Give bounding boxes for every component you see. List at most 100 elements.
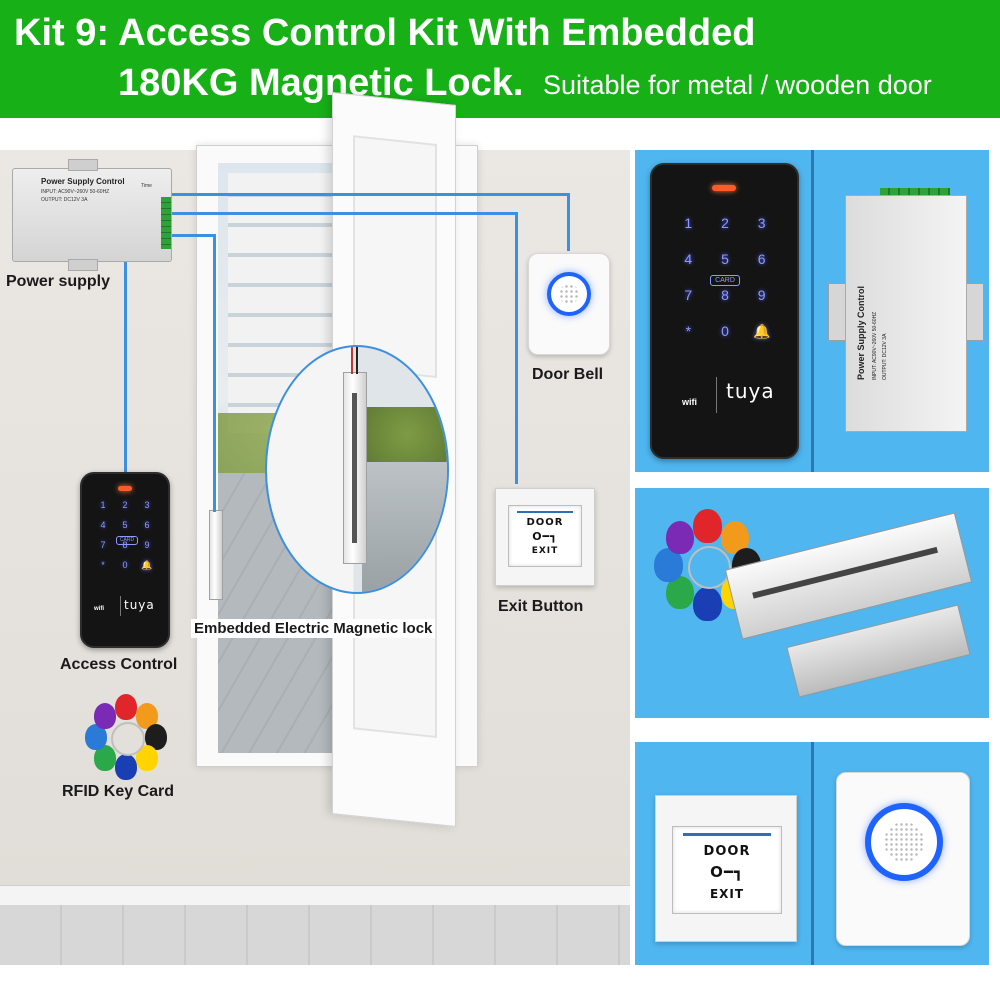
rfid-tag [93,702,116,729]
key-2: 2 [721,215,729,231]
lock-wire-red [351,347,353,374]
access-control-keypad-large: 1 2 3 4 5 6 7 8 9 * 0 🔔 CARD wifi tuya [650,163,799,459]
exit-door-text: DOOR [526,517,564,528]
rfid-tag [693,509,722,543]
exit-button-small: DOOR O━┓ EXIT [495,488,595,586]
rfid-tag [145,724,167,750]
lock-wire-black [356,347,358,374]
title-subtitle: Suitable for metal / wooden door [543,70,932,100]
bell-ring-large [865,803,943,881]
floor-tiles [0,905,630,965]
wire-to-bell-h [170,193,570,196]
rfid-tag [693,587,722,621]
psu-mount-tab [68,259,98,271]
key-ring [688,545,731,589]
key-7: 7 [684,287,693,303]
bell-speaker-grill [559,284,579,304]
key-4: 4 [100,520,106,530]
key-8: 8 [122,540,128,550]
wire-to-lock-v [213,234,216,512]
key-6: 6 [757,251,766,267]
header-banner: Kit 9: Access Control Kit With Embedded … [0,0,1000,118]
psu-output-spec-large: OUTPUT: DC12V 3A [882,333,888,380]
title-line-1: Kit 9: Access Control Kit With Embedded [14,12,756,54]
lock-core [352,393,357,543]
keypad-brand: tuya [124,598,155,612]
key-star: * [685,323,692,339]
wire-to-lock-h [170,234,216,237]
exit-key-symbol: O━┓ [532,530,558,543]
wire-to-exit-h [170,212,518,215]
label-rfid-key-card: RFID Key Card [62,783,175,800]
psu-terminal-block [161,197,171,249]
psu-input-spec-large: INPUT: AC90V~260V 50-60HZ [872,311,878,380]
key-0: 0 [122,560,128,570]
exit-button-large: DOOR O━┓ EXIT [655,795,797,942]
key-8: 8 [721,287,729,303]
rfid-tag-cluster-small [78,692,174,782]
key-6: 6 [144,520,150,530]
exit-button-face-large: DOOR O━┓ EXIT [672,826,782,914]
lens-bush [362,407,447,462]
key-ring [111,722,145,756]
rfid-tag [115,694,137,720]
access-control-keypad-small: 1 2 3 4 5 6 7 8 9 * 0 🔔 CARD wifi tuya [80,472,170,648]
keypad-card-label: CARD [116,536,138,545]
frame-magnetic-lock [209,510,223,600]
key-bell: 🔔 [752,323,771,339]
psu-input-spec: INPUT: AC90V~260V 50-60HZ [41,189,110,195]
magnified-magnetic-lock [343,372,367,564]
exit-button-face: DOOR O━┓ EXIT [508,505,582,567]
exit-door-text-large: DOOR [703,844,751,859]
key-7: 7 [100,540,106,550]
lens-road [362,462,447,592]
psu-output-spec: OUTPUT: DC12V 3A [41,197,88,203]
rfid-tag [136,745,159,772]
title-line-2: 180KG Magnetic Lock. [118,62,524,104]
power-supply-unit: Power Supply Control INPUT: AC90V~260V 5… [12,159,172,271]
label-door-bell: Door Bell [532,366,604,383]
keypad-led [118,486,132,491]
exit-exit-text-large: EXIT [709,887,745,901]
magnifier-lens [265,345,449,594]
rfid-tag [665,520,695,555]
key-bell: 🔔 [141,560,153,570]
bell-ring [547,272,591,316]
key-1: 1 [100,500,106,510]
bell-speaker-grill-large [884,822,924,862]
key-2: 2 [122,500,128,510]
door-bell-large [836,772,970,946]
rfid-tag [136,702,159,729]
door-bell-small [528,253,610,355]
keypad-keys: 1 2 3 4 5 6 7 8 9 * 0 🔔 [92,500,158,571]
key-9: 9 [144,540,150,550]
exit-indicator-bar-large [683,833,771,836]
keypad-keys-large: 1 2 3 4 5 6 7 8 9 * 0 🔔 [670,215,780,340]
label-access-control: Access Control [60,656,178,673]
keypad-separator [120,596,121,616]
label-exit-button: Exit Button [498,598,584,615]
key-5: 5 [122,520,128,530]
wire-to-bell-v [567,193,570,251]
key-9: 9 [757,287,766,303]
psu-bracket-right [964,283,984,341]
panel-divider-bottom [811,742,814,965]
key-3: 3 [144,500,150,510]
exit-key-symbol-large: O━┓ [710,863,744,881]
keypad-brand-large: tuya [726,379,775,403]
panel-divider-top [811,150,814,472]
exit-indicator-bar [517,511,573,513]
key-4: 4 [684,251,693,267]
key-5: 5 [721,251,729,267]
rfid-tag [115,754,137,780]
wire-to-exit-v [515,212,518,484]
wire-to-keypad [124,260,127,472]
rfid-tag [93,745,116,772]
power-supply-unit-large [845,195,967,432]
key-0: 0 [721,323,729,339]
keypad-wifi-label: wifi [94,606,104,612]
key-3: 3 [757,215,766,231]
keypad-separator-large [716,377,717,413]
psu-mount-tab [68,159,98,171]
key-1: 1 [684,215,693,231]
